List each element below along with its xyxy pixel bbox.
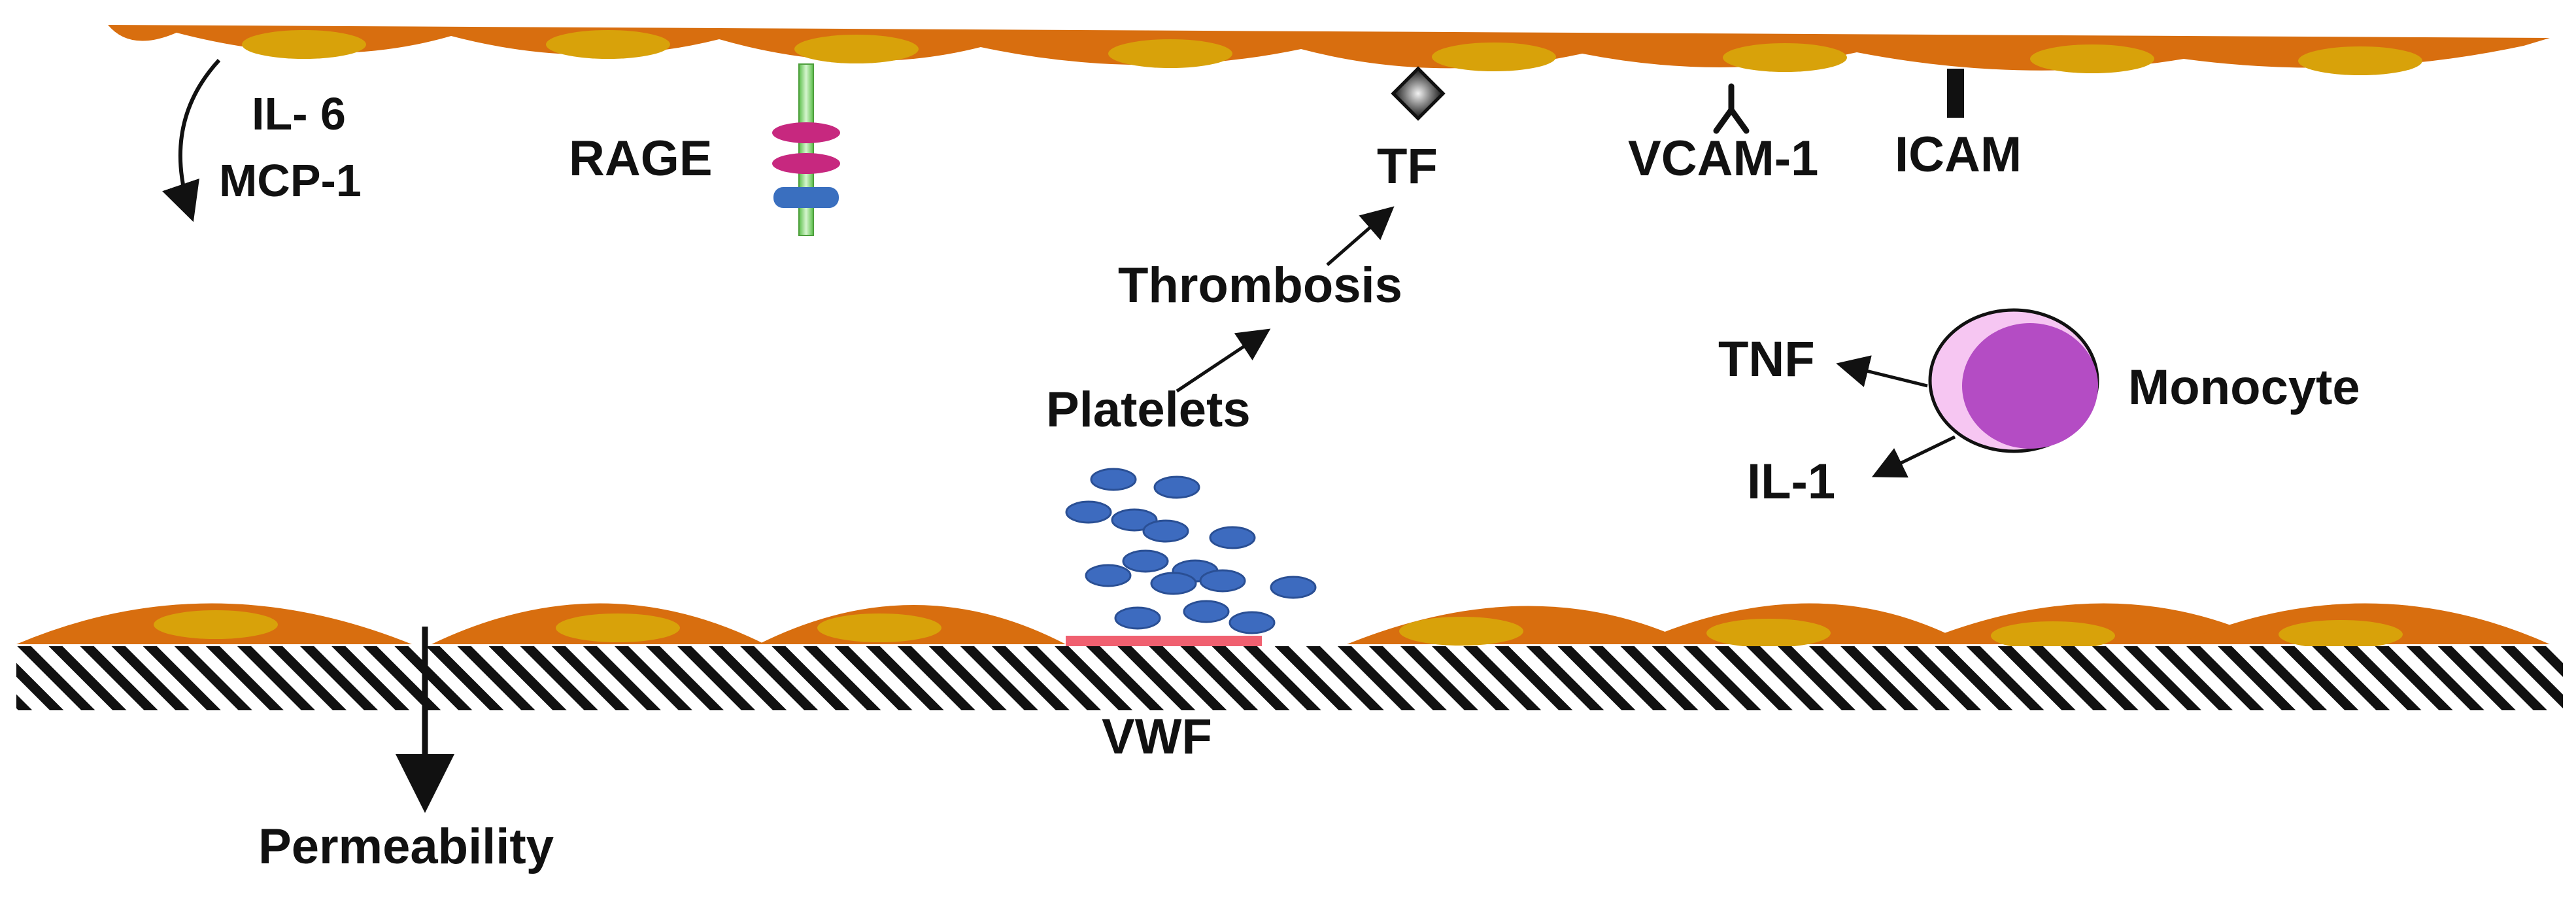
nucleus [1432, 43, 1556, 71]
nucleus [1991, 621, 2115, 650]
top-endothelium [108, 25, 2550, 75]
platelets-label: Platelets [1046, 382, 1251, 438]
nucleus [154, 610, 278, 639]
monocyte-to-tnf-arrow [1836, 355, 1928, 388]
il1-label: IL-1 [1747, 454, 1835, 509]
platelet [1085, 564, 1132, 587]
bottom-endothelial-cell [1347, 606, 1693, 644]
monocyte-label: Monocyte [2128, 360, 2360, 415]
platelet [1065, 500, 1112, 524]
diamond-receptor-icon [1391, 66, 1446, 121]
platelet-cluster [1065, 468, 1317, 634]
nucleus [556, 613, 680, 642]
vwf-label: VWF [1102, 709, 1212, 765]
platelet [1111, 508, 1158, 532]
bottom-endothelium [16, 603, 2550, 650]
platelet [1090, 468, 1137, 491]
nucleus [794, 35, 919, 63]
monocyte-nucleus [1962, 323, 2098, 449]
top-endothelial-cell-band [108, 25, 2550, 71]
nucleus [1706, 619, 1831, 648]
icam-label: ICAM [1895, 127, 2022, 182]
monocyte-cell [1928, 308, 2099, 453]
subendothelial-matrix [16, 646, 2563, 710]
nucleus [1399, 617, 1523, 646]
bar-receptor-icon [1947, 69, 1964, 118]
il6-label: IL- 6 [252, 88, 346, 139]
secretion-arrow [162, 58, 221, 222]
nucleus [546, 30, 670, 59]
nucleus [1723, 43, 1847, 72]
platelet [1209, 526, 1256, 549]
platelet [1142, 519, 1189, 543]
platelet [1153, 475, 1200, 499]
permeability-label: Permeability [258, 819, 554, 874]
vwf-strip [1066, 636, 1262, 649]
vcam1-label: VCAM-1 [1628, 131, 1818, 186]
nucleus [817, 613, 941, 642]
monocyte-to-il1-arrow [1871, 435, 1956, 478]
nucleus [242, 30, 366, 59]
nucleus [2279, 620, 2403, 649]
rage-label: RAGE [569, 131, 713, 186]
y-shaped-receptor-icon [1713, 83, 1750, 134]
rage-receptor-icon [772, 63, 840, 236]
nucleus [2298, 46, 2422, 75]
platelet [1199, 569, 1246, 593]
nucleus [1108, 39, 1232, 68]
nucleus [2030, 44, 2154, 73]
tf-to-thrombosis-arrow [1326, 206, 1395, 266]
tnf-label: TNF [1718, 332, 1815, 387]
platelet [1114, 606, 1161, 630]
platelet [1229, 611, 1276, 634]
platelets-to-thrombosis-arrow [1176, 328, 1271, 393]
thrombosis-label: Thrombosis [1118, 258, 1402, 313]
platelet [1270, 576, 1317, 599]
tf-label: TF [1377, 139, 1438, 194]
platelet [1183, 600, 1230, 623]
mcp1-label: MCP-1 [219, 155, 362, 206]
platelet [1150, 572, 1197, 595]
platelet [1122, 549, 1169, 573]
